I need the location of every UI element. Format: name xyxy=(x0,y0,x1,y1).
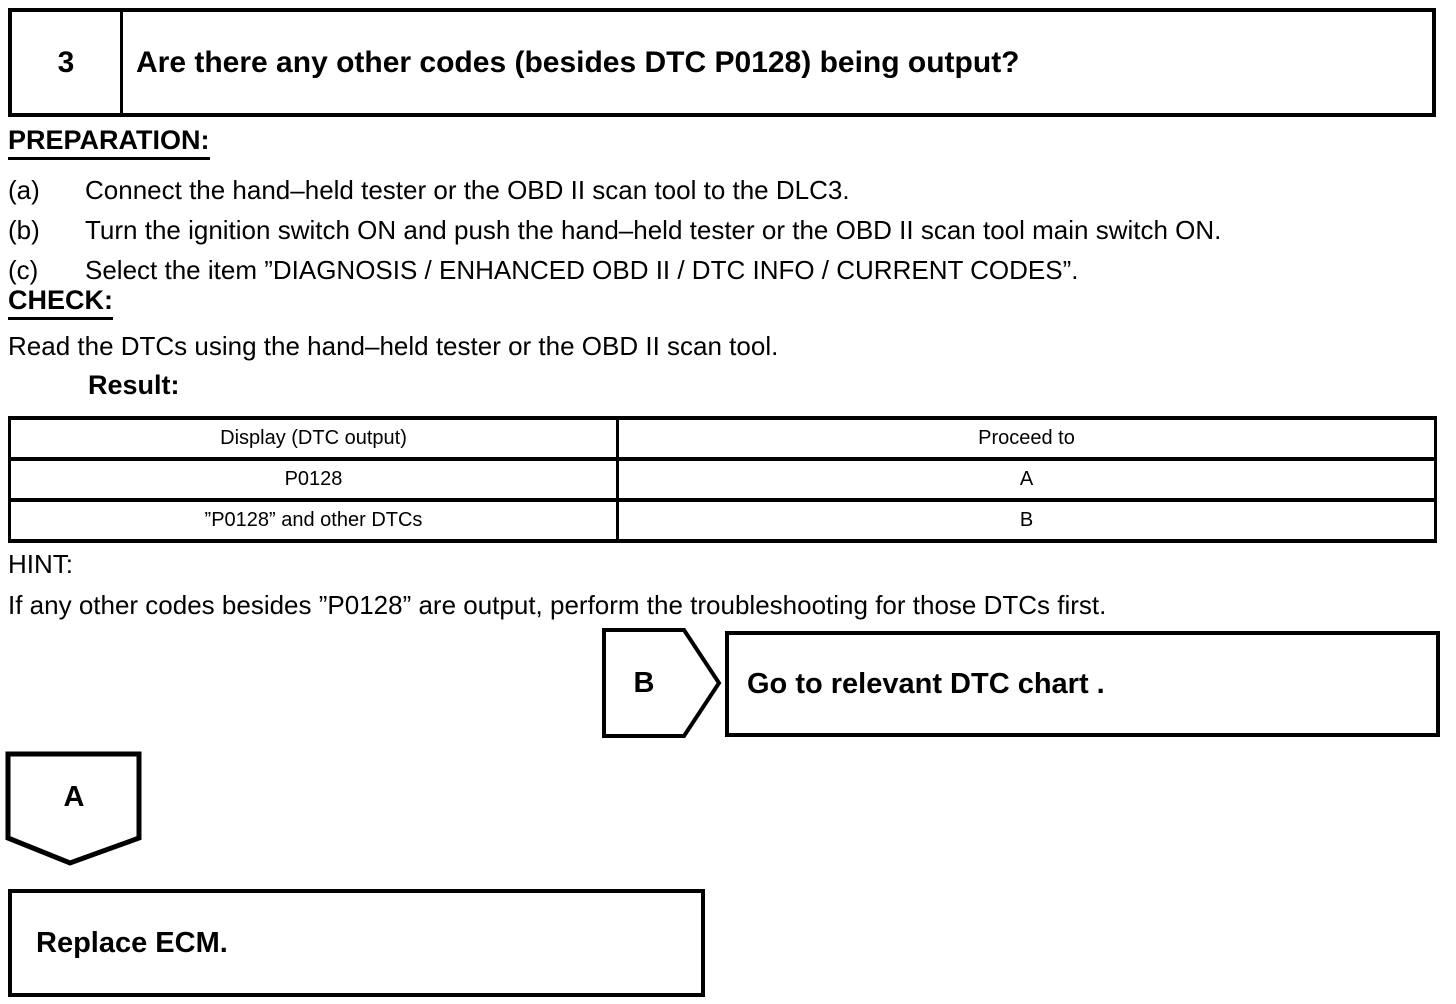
list-item-label: (b) xyxy=(8,214,40,245)
hint-heading: HINT: xyxy=(8,549,73,579)
replace-ecm-box: Replace ECM. xyxy=(8,889,705,997)
table-header-row: Display (DTC output) Proceed to xyxy=(8,416,1437,461)
cell-proceed: B xyxy=(616,498,1437,543)
pentagon-down-icon xyxy=(5,751,142,866)
replace-ecm-text: Replace ECM. xyxy=(36,926,228,959)
branch-a-connector: A xyxy=(5,750,143,867)
header-cell-proceed: Proceed to xyxy=(616,416,1437,461)
list-item-label: (c) xyxy=(8,254,39,285)
preparation-heading: PREPARATION: xyxy=(8,125,210,160)
cell-display: ”P0128” and other DTCs xyxy=(8,498,619,543)
list-item-label: (a) xyxy=(8,174,40,205)
list-item-text: Select the item ”DIAGNOSIS / ENHANCED OB… xyxy=(85,254,1079,285)
branch-b-action-text: Go to relevant DTC chart . xyxy=(747,667,1105,700)
table-row: ”P0128” and other DTCs B xyxy=(8,498,1437,543)
list-item-text: Connect the hand–held tester or the OBD … xyxy=(85,174,850,205)
step-number-cell: 3 xyxy=(12,12,123,113)
header-cell-display: Display (DTC output) xyxy=(8,416,619,461)
step-header-box: 3 Are there any other codes (besides DTC… xyxy=(8,8,1436,117)
pentagon-right-icon xyxy=(602,628,722,738)
table-row: P0128 A xyxy=(8,457,1437,502)
list-item: (c) Select the item ”DIAGNOSIS / ENHANCE… xyxy=(8,250,1456,290)
list-item-text: Turn the ignition switch ON and push the… xyxy=(85,214,1222,245)
step-number: 3 xyxy=(57,45,75,79)
result-table: Display (DTC output) Proceed to P0128 A … xyxy=(8,416,1437,543)
preparation-list: (a) Connect the hand–held tester or the … xyxy=(8,170,1456,290)
list-item: (b) Turn the ignition switch ON and push… xyxy=(8,210,1456,250)
branch-a-label: A xyxy=(63,781,85,813)
cell-display: P0128 xyxy=(8,457,619,502)
hint-text: If any other codes besides ”P0128” are o… xyxy=(8,590,1107,620)
list-item: (a) Connect the hand–held tester or the … xyxy=(8,170,1456,210)
result-label: Result: xyxy=(88,370,180,400)
cell-proceed: A xyxy=(616,457,1437,502)
branch-b-label: B xyxy=(633,667,655,699)
branch-b-connector: B xyxy=(601,627,723,739)
check-heading: CHECK: xyxy=(8,285,113,320)
check-text: Read the DTCs using the hand–held tester… xyxy=(8,331,779,361)
step-question-cell: Are there any other codes (besides DTC P… xyxy=(123,12,1432,113)
branch-b-action-box: Go to relevant DTC chart . xyxy=(725,631,1440,737)
step-question: Are there any other codes (besides DTC P… xyxy=(136,45,1020,79)
